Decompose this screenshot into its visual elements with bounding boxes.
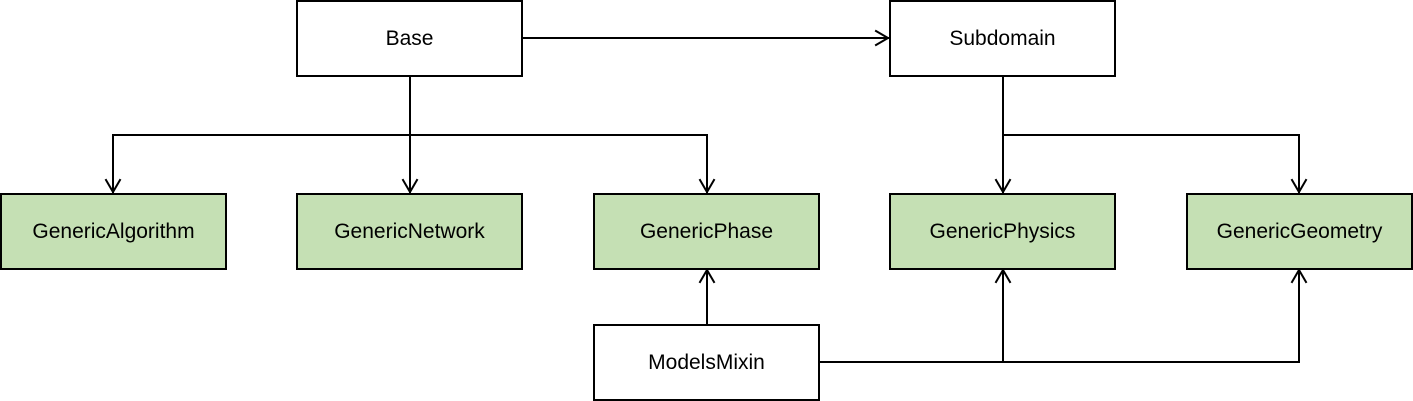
node-generic-physics: GenericPhysics: [889, 193, 1116, 270]
edge-base-to-generic-network: [401, 134, 419, 194]
edge-modelsmixin-to-generic-phase: [698, 268, 716, 325]
edge-subdomain-to-generic-geometry: [1290, 134, 1308, 194]
edge-base-to-subdomain: [521, 29, 890, 47]
node-generic-network-label: GenericNetwork: [334, 219, 485, 243]
edge-base-to-generic-phase: [698, 134, 716, 194]
node-models-mixin: ModelsMixin: [593, 324, 820, 401]
node-generic-algorithm: GenericAlgorithm: [0, 193, 227, 270]
node-base-label: Base: [385, 26, 434, 50]
node-generic-phase: GenericPhase: [593, 193, 820, 270]
node-base: Base: [296, 0, 523, 77]
node-generic-algorithm-label: GenericAlgorithm: [32, 219, 195, 243]
node-models-mixin-label: ModelsMixin: [648, 350, 765, 374]
node-generic-geometry: GenericGeometry: [1186, 193, 1413, 270]
node-subdomain: Subdomain: [889, 0, 1116, 77]
edge-subdomain-bus: [1002, 75, 1300, 136]
edge-subdomain-to-generic-physics: [994, 134, 1012, 194]
node-generic-geometry-label: GenericGeometry: [1216, 219, 1383, 243]
node-generic-physics-label: GenericPhysics: [929, 219, 1076, 243]
edge-modelsmixin-to-generic-physics: [994, 268, 1012, 363]
node-generic-network: GenericNetwork: [296, 193, 523, 270]
edge-modelsmixin-to-generic-geometry: [1290, 268, 1308, 363]
node-generic-phase-label: GenericPhase: [639, 219, 774, 243]
edge-base-bus: [112, 75, 708, 136]
edge-base-to-generic-algorithm: [104, 134, 122, 194]
node-subdomain-label: Subdomain: [949, 26, 1056, 50]
